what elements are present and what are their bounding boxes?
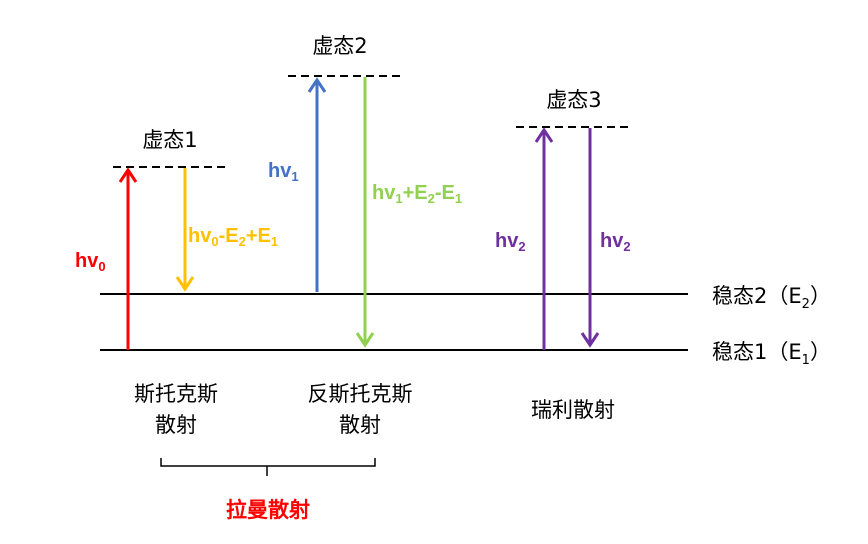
hv2-out-label: hv2 bbox=[600, 230, 631, 254]
hv1-label: hv1 bbox=[268, 160, 299, 184]
hv0-label: hv0 bbox=[75, 250, 106, 274]
stable-state-2-label: 稳态2（E2） bbox=[712, 284, 831, 312]
hv2-in-label: hv2 bbox=[495, 230, 526, 254]
stokes-label-line2: 散射 bbox=[155, 413, 197, 437]
raman-brace bbox=[160, 458, 376, 476]
raman-label: 拉曼散射 bbox=[226, 498, 310, 522]
stable-state-1-label: 稳态1（E1） bbox=[712, 340, 831, 368]
virtual-state-2-label: 虚态2 bbox=[312, 34, 367, 58]
virtual-state-3-label: 虚态3 bbox=[546, 88, 601, 112]
anti-stokes-label-line1: 反斯托克斯 bbox=[308, 382, 413, 406]
arrow-hv1-up bbox=[307, 77, 327, 292]
arrow-anti-stokes-down bbox=[355, 77, 375, 348]
arrow-hv0-up bbox=[118, 167, 138, 350]
stokes-label-line1: 斯托克斯 bbox=[134, 382, 218, 406]
virtual-state-1-label: 虚态1 bbox=[142, 128, 197, 152]
arrow-hv2-down bbox=[580, 128, 600, 348]
anti-stokes-emission-label: hv1+E2-E1 bbox=[372, 182, 462, 206]
rayleigh-label: 瑞利散射 bbox=[531, 398, 615, 422]
stokes-emission-label: hv0-E2+E1 bbox=[188, 225, 278, 249]
arrow-stokes-down bbox=[175, 168, 195, 292]
arrow-hv2-up bbox=[534, 127, 554, 350]
anti-stokes-label-line2: 散射 bbox=[339, 413, 381, 437]
